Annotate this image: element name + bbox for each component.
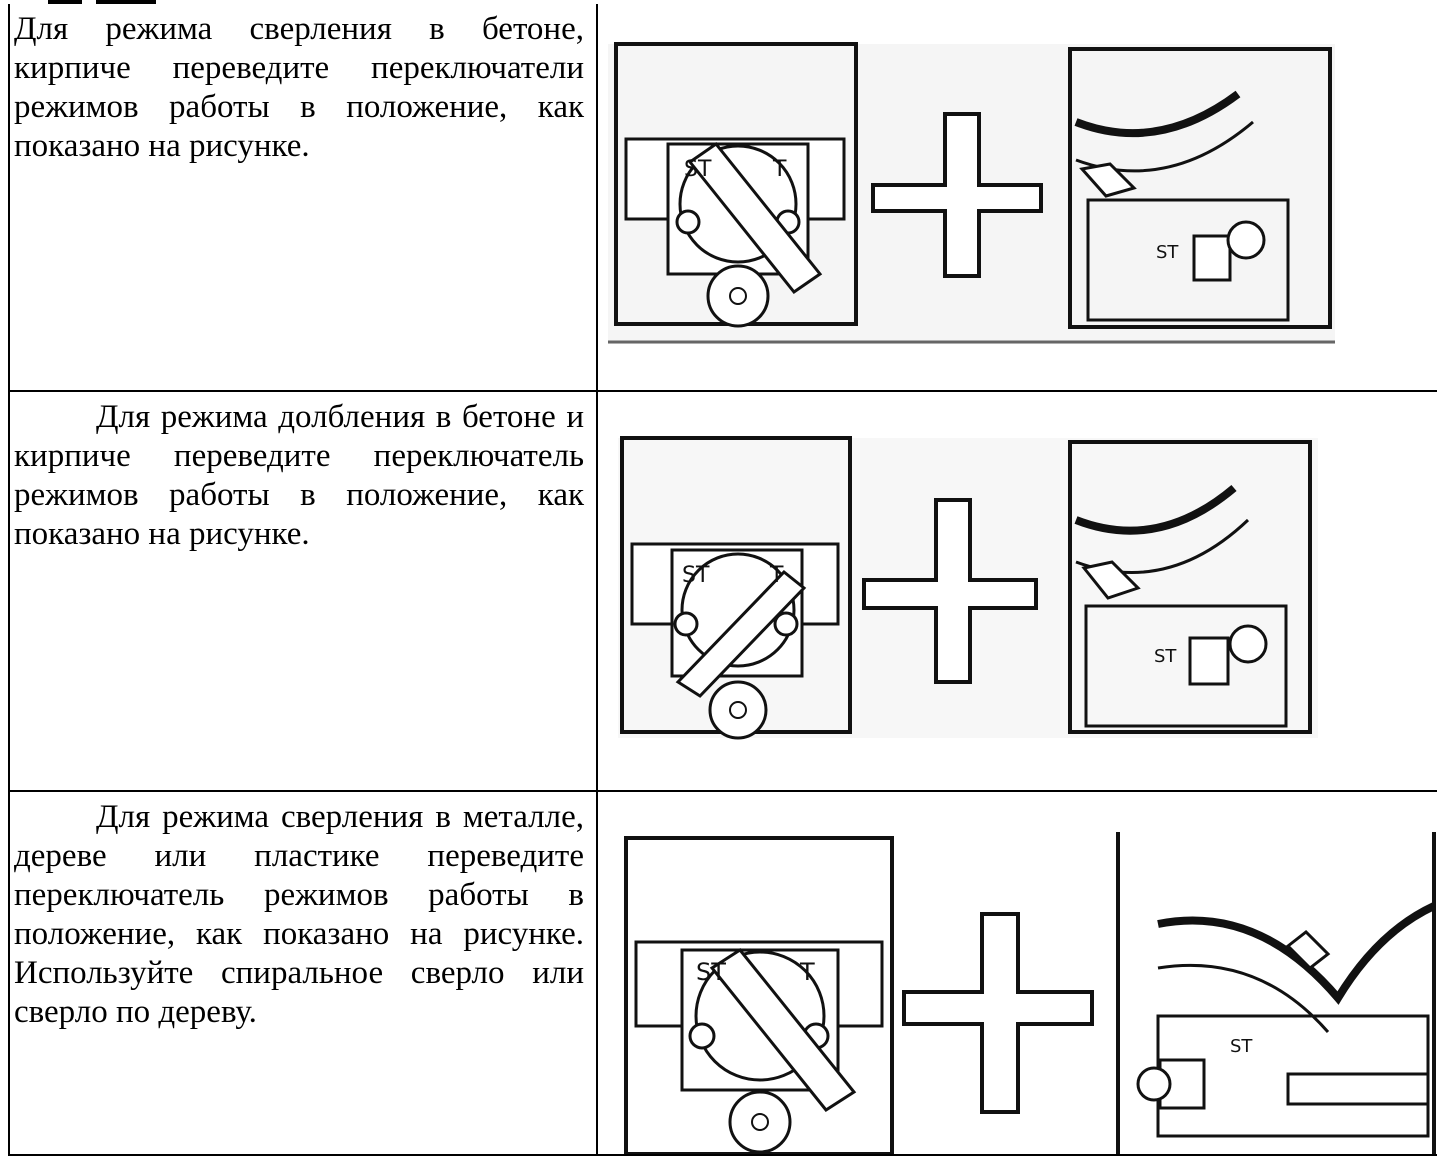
mode-description-cell: Для режима сверления в металле, дереве и…	[8, 790, 598, 1156]
svg-text:ST: ST	[1156, 242, 1179, 263]
mode-description: Для режима долбления в бетоне и кирпиче …	[14, 399, 584, 552]
mode-illustration: ST T ST	[624, 832, 1436, 1154]
mode-illustration: ST T ST	[618, 436, 1318, 740]
plus-icon	[902, 912, 1094, 1114]
mode-row: Для режима сверления в металле, дереве и…	[8, 790, 1437, 1156]
mode-description-cell: Для режима сверления в бетоне, кирпиче п…	[8, 4, 598, 392]
mode-description: Для режима сверления в бетоне, кирпиче п…	[14, 11, 584, 164]
mode-illustration-cell: ST T ST	[596, 4, 1437, 392]
mode-description: Для режима сверления в металле, дереве и…	[14, 799, 584, 1030]
mode-illustration: ST T ST	[608, 42, 1335, 344]
mode-switch-drill-icon: ST T	[614, 42, 858, 328]
mode-row: Для режима сверления в бетоне, кирпиче п…	[8, 4, 1437, 392]
mode-illustration-cell: ST T ST	[596, 790, 1437, 1156]
selector-drill-icon: ST	[1068, 47, 1332, 329]
mode-description-cell: Для режима долбления в бетоне и кирпиче …	[8, 390, 598, 792]
svg-text:T: T	[772, 157, 787, 182]
svg-text:T: T	[769, 563, 784, 588]
svg-text:ST: ST	[1230, 1036, 1253, 1057]
mode-switch-chisel-icon: ST T	[620, 436, 852, 740]
selector-chisel-icon: ST	[1068, 440, 1312, 734]
mode-row: Для режима долбления в бетоне и кирпиче …	[8, 390, 1437, 792]
mode-illustration-cell: ST T ST	[596, 390, 1437, 792]
mode-table: Для режима сверления в бетоне, кирпиче п…	[8, 4, 1437, 1156]
plus-icon	[862, 498, 1038, 684]
svg-text:ST: ST	[696, 958, 726, 986]
svg-text:T: T	[799, 958, 815, 986]
selector-rotation-icon: ST	[1116, 832, 1436, 1154]
heading-fragment	[8, 0, 208, 4]
mode-switch-drill-icon: ST T	[624, 836, 894, 1154]
svg-text:ST: ST	[1154, 646, 1177, 667]
plus-icon	[871, 112, 1043, 278]
svg-text:ST: ST	[684, 157, 712, 182]
svg-text:ST: ST	[682, 563, 710, 588]
